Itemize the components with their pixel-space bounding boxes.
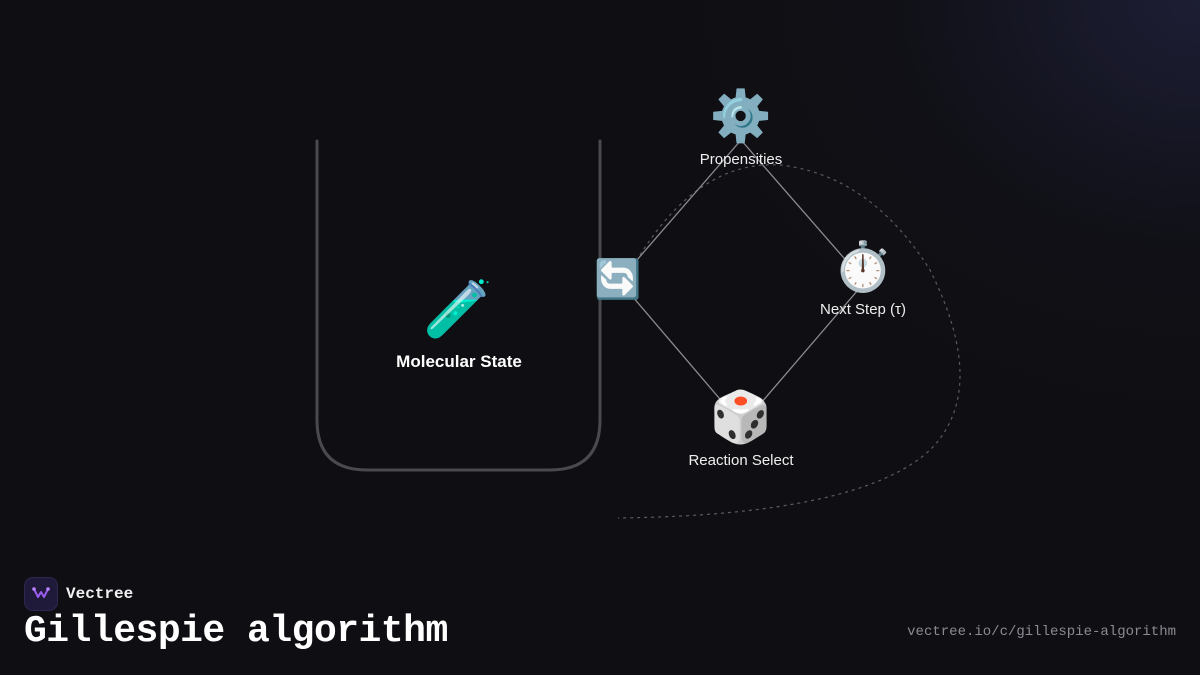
- molecular-state-label: Molecular State: [396, 352, 522, 371]
- page-title: Gillespie algorithm: [24, 610, 448, 653]
- brand: Vectree: [24, 577, 133, 611]
- test-tube-icon: 🧪: [423, 277, 493, 342]
- gear-icon: ⚙️: [709, 87, 773, 145]
- dice-icon: 🎲: [709, 388, 773, 446]
- stopwatch-icon: ⏱️: [833, 239, 893, 295]
- edge-next-step-to-reaction-select: [754, 289, 859, 411]
- page-url: vectree.io/c/gillespie-algorithm: [907, 624, 1176, 640]
- edge-loop-to-propensities: [629, 139, 742, 269]
- propensities-label: Propensities: [699, 151, 783, 168]
- edge-reaction-select-to-loop: [631, 295, 726, 406]
- next-step-label: Next Step (τ): [820, 301, 906, 318]
- edge-propensities-to-next-step: [740, 139, 851, 266]
- reaction-select-label: Reaction Select: [688, 452, 794, 469]
- brand-name: Vectree: [66, 585, 134, 603]
- vectree-logo-icon: [24, 577, 58, 611]
- counterclockwise-arrows-icon: 🔄: [594, 257, 642, 301]
- molecular-state-container: [315, 139, 602, 472]
